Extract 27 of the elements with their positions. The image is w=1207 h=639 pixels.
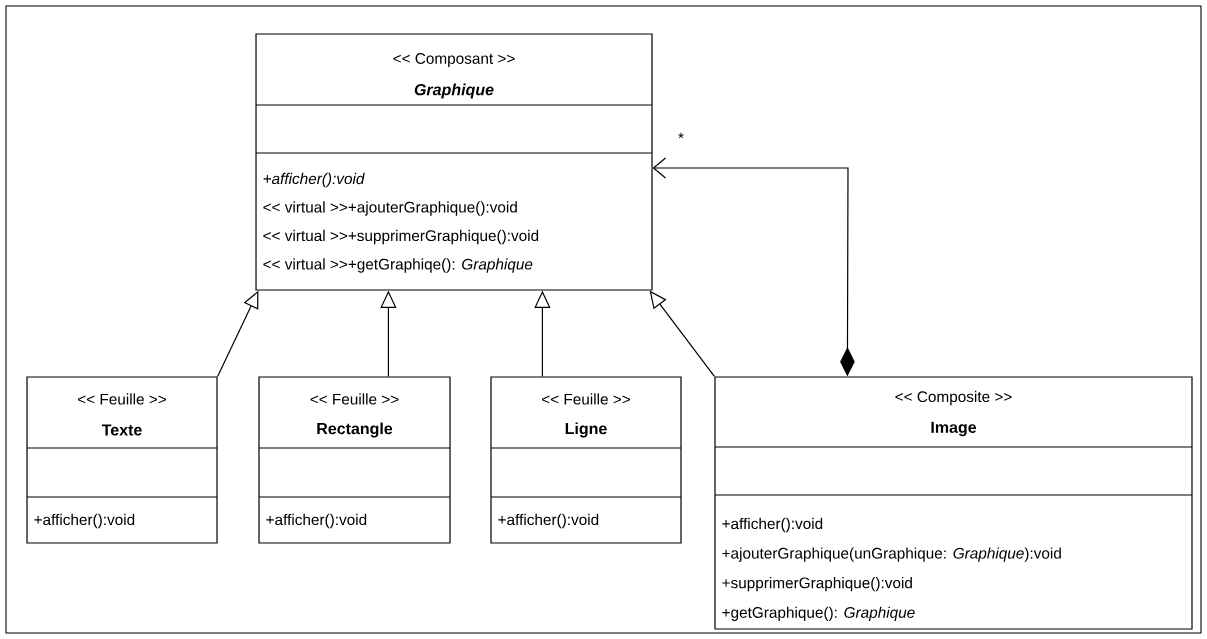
operation-text: +afficher():void [34,513,135,529]
operation-text: +afficher():void [498,513,599,529]
stereotype-label: << Feuille >> [310,393,399,405]
stereotype-label: << Feuille >> [542,393,630,405]
class-box [490,376,682,544]
multiplicity-label: * [676,131,686,145]
class-name: Ligne [565,422,607,438]
operation-text: +supprimerGraphique():void [722,577,912,592]
stereotype-label: << Composant >> [393,53,515,67]
class-box [255,33,653,291]
class-box [258,376,451,544]
class-name: Graphique [414,83,494,99]
stereotype-label: << Feuille >> [78,393,166,405]
operation-text: +ajouterGraphique(unGraphique: Graphique):void [722,547,1061,562]
class-name: Image [931,421,977,437]
class-name: Rectangle [317,422,393,438]
operation-text: +afficher():void [266,513,367,529]
operation-text: << virtual >>+ajouterGraphique():void [263,201,517,216]
operation-text: +afficher():void [263,172,365,188]
stereotype-label: << Composite >> [895,390,1012,406]
class-box [26,376,218,544]
operation-text: << virtual >>+getGraphiqe(): Graphique [263,258,533,273]
operation-text: +afficher():void [722,517,823,533]
class-name: Texte [101,424,142,436]
operation-text: +getGraphique(): Graphique [722,606,915,621]
class-box [714,376,1193,630]
operation-text: << virtual >>+supprimerGraphique():void [263,229,539,245]
